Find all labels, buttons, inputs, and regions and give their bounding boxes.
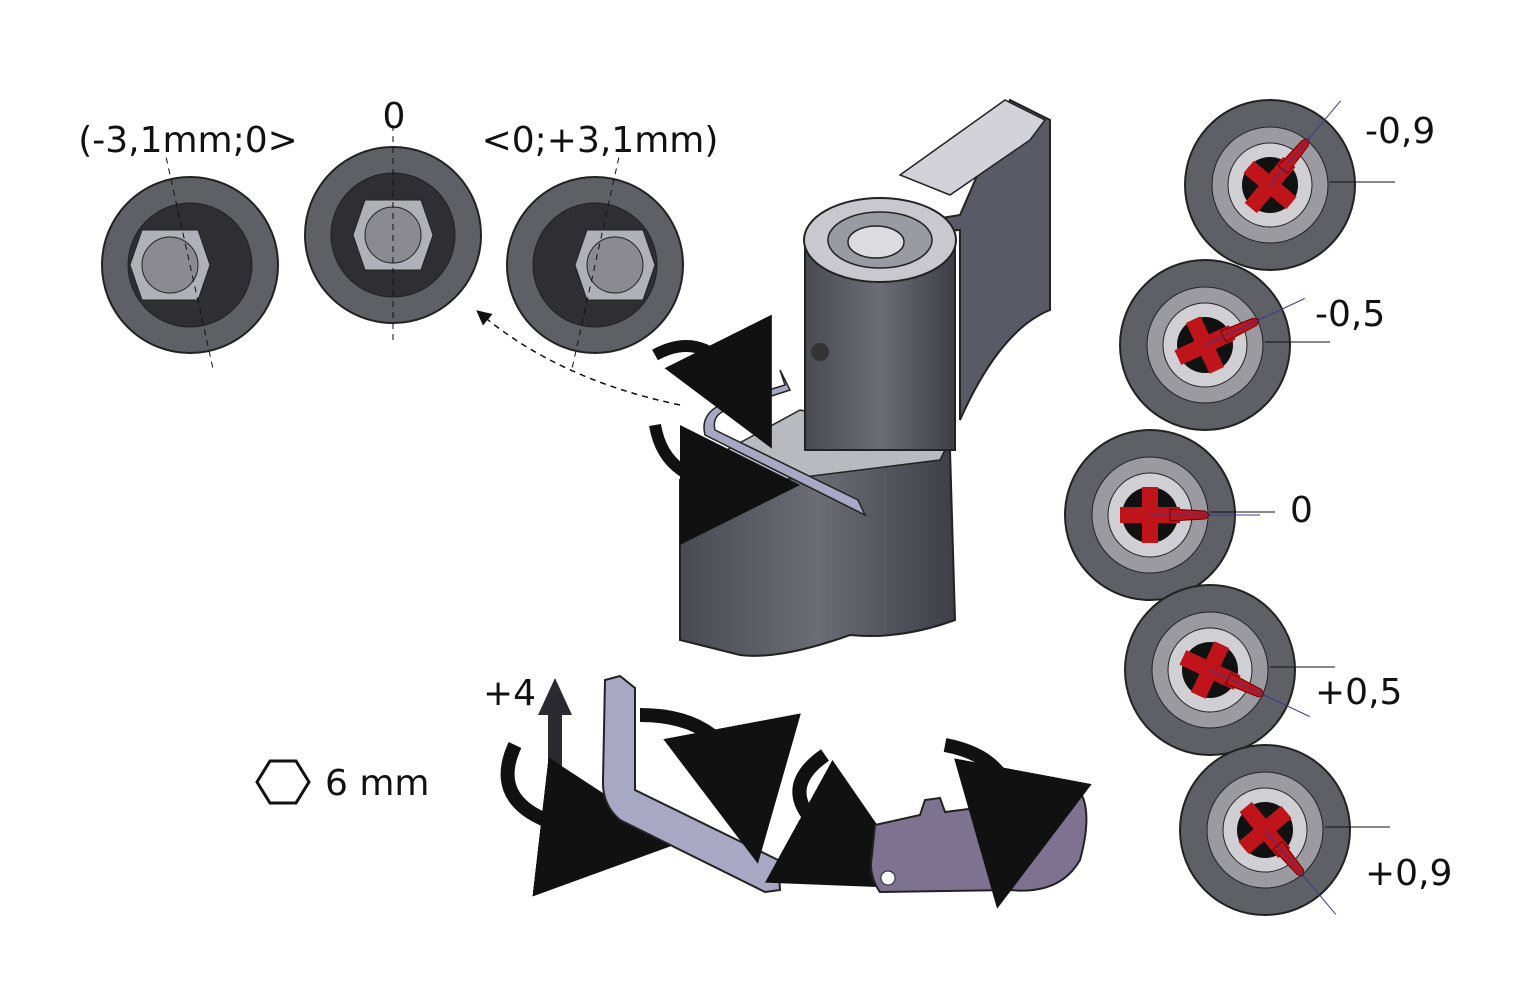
top-view-label-right: <0;+3,1mm) [482, 120, 719, 161]
right-view-label-2: -0,5 [1315, 294, 1385, 335]
dashed-arrow-icon [476, 310, 681, 406]
right-view-label-4: +0,5 [1315, 672, 1402, 713]
eccentric-view [304, 125, 482, 345]
right-view-label-5: +0,9 [1365, 853, 1452, 894]
adjustment-tool-illustration [870, 781, 1088, 894]
adjustment-view [1184, 99, 1395, 271]
position-indicator [1120, 487, 1260, 543]
position-indicator [1238, 801, 1337, 915]
eccentric-view [101, 157, 279, 373]
position-indicator [1174, 298, 1305, 374]
rotate-arrow-icon [764, 749, 922, 889]
adjustment-view [1119, 259, 1330, 431]
eccentric-view [506, 157, 684, 373]
hinge-illustration [679, 98, 1051, 657]
rotate-arrow-icon [649, 423, 800, 545]
hex-key-icon [255, 759, 311, 805]
top-eccentric-views [101, 125, 684, 373]
hex-key-size-label: 6 mm [325, 763, 429, 804]
height-adjust-label: +4 [483, 673, 536, 714]
allen-key-illustration [601, 674, 782, 894]
rotate-arrow-icon [500, 742, 680, 897]
right-view-label-1: -0,9 [1365, 111, 1435, 152]
position-indicator [1179, 641, 1310, 717]
adjustment-view [1179, 744, 1390, 916]
position-indicator [1243, 100, 1342, 214]
adjustment-view [1064, 429, 1275, 601]
adjustment-view [1124, 584, 1335, 756]
right-adjustment-views [1064, 99, 1395, 916]
top-view-label-center: 0 [383, 96, 406, 137]
top-view-label-left: (-3,1mm;0> [78, 120, 298, 161]
rotate-arrow-icon [652, 314, 772, 449]
rotate-arrow-icon [943, 738, 1092, 909]
rotate-arrow-icon [639, 708, 801, 864]
right-view-label-3: 0 [1290, 490, 1313, 531]
up-arrow-icon [538, 678, 572, 790]
